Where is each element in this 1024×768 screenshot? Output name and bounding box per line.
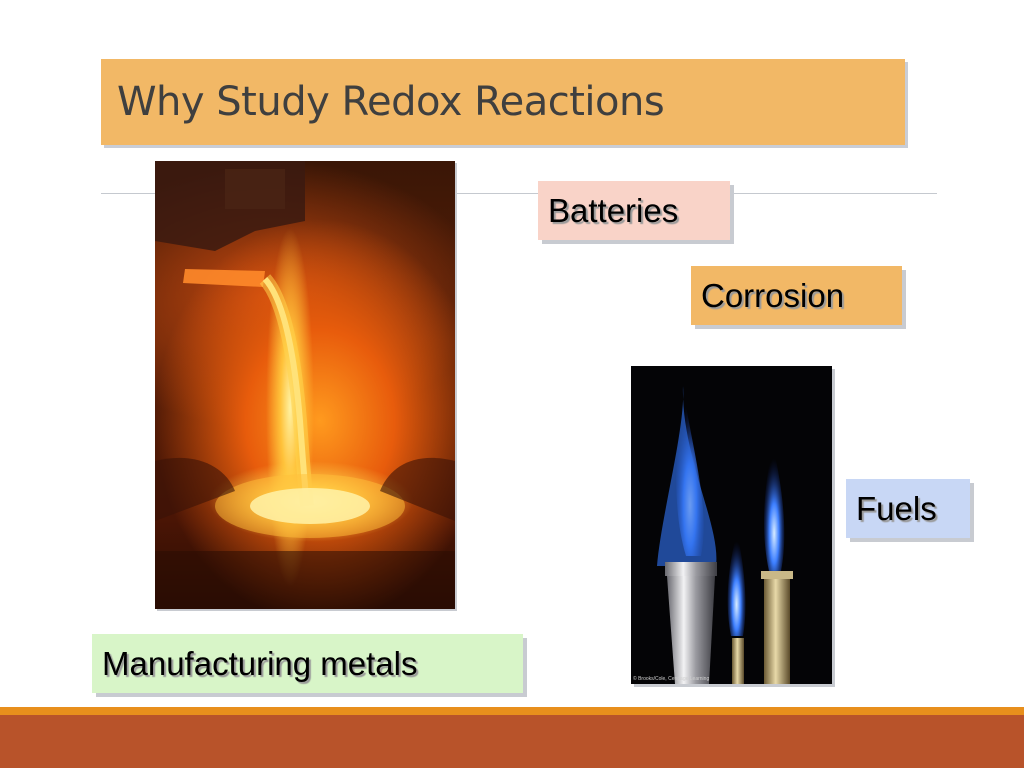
molten-metal-photo [155,161,455,609]
divider-line-left [101,193,155,194]
slide-title: Why Study Redox Reactions [117,79,665,125]
manufacturing-metals-label: Manufacturing metals [92,634,523,693]
divider-line-middle [455,193,538,194]
footer-accent-stripe [0,707,1024,715]
photo-credit: © Brooks/Cole, Cengage Learning [633,676,710,682]
gas-burner-flames-photo: © Brooks/Cole, Cengage Learning [631,366,832,684]
title-banner: Why Study Redox Reactions [101,59,905,145]
corrosion-label-text: Corrosion [701,276,845,314]
batteries-label-text: Batteries [548,191,679,229]
batteries-label: Batteries [538,181,730,240]
footer-bar [0,715,1024,768]
manufacturing-metals-label-text: Manufacturing metals [102,644,418,682]
fuels-label: Fuels [846,479,970,538]
divider-line-right [731,193,937,194]
corrosion-label: Corrosion [691,266,902,325]
fuels-label-text: Fuels [856,489,937,527]
